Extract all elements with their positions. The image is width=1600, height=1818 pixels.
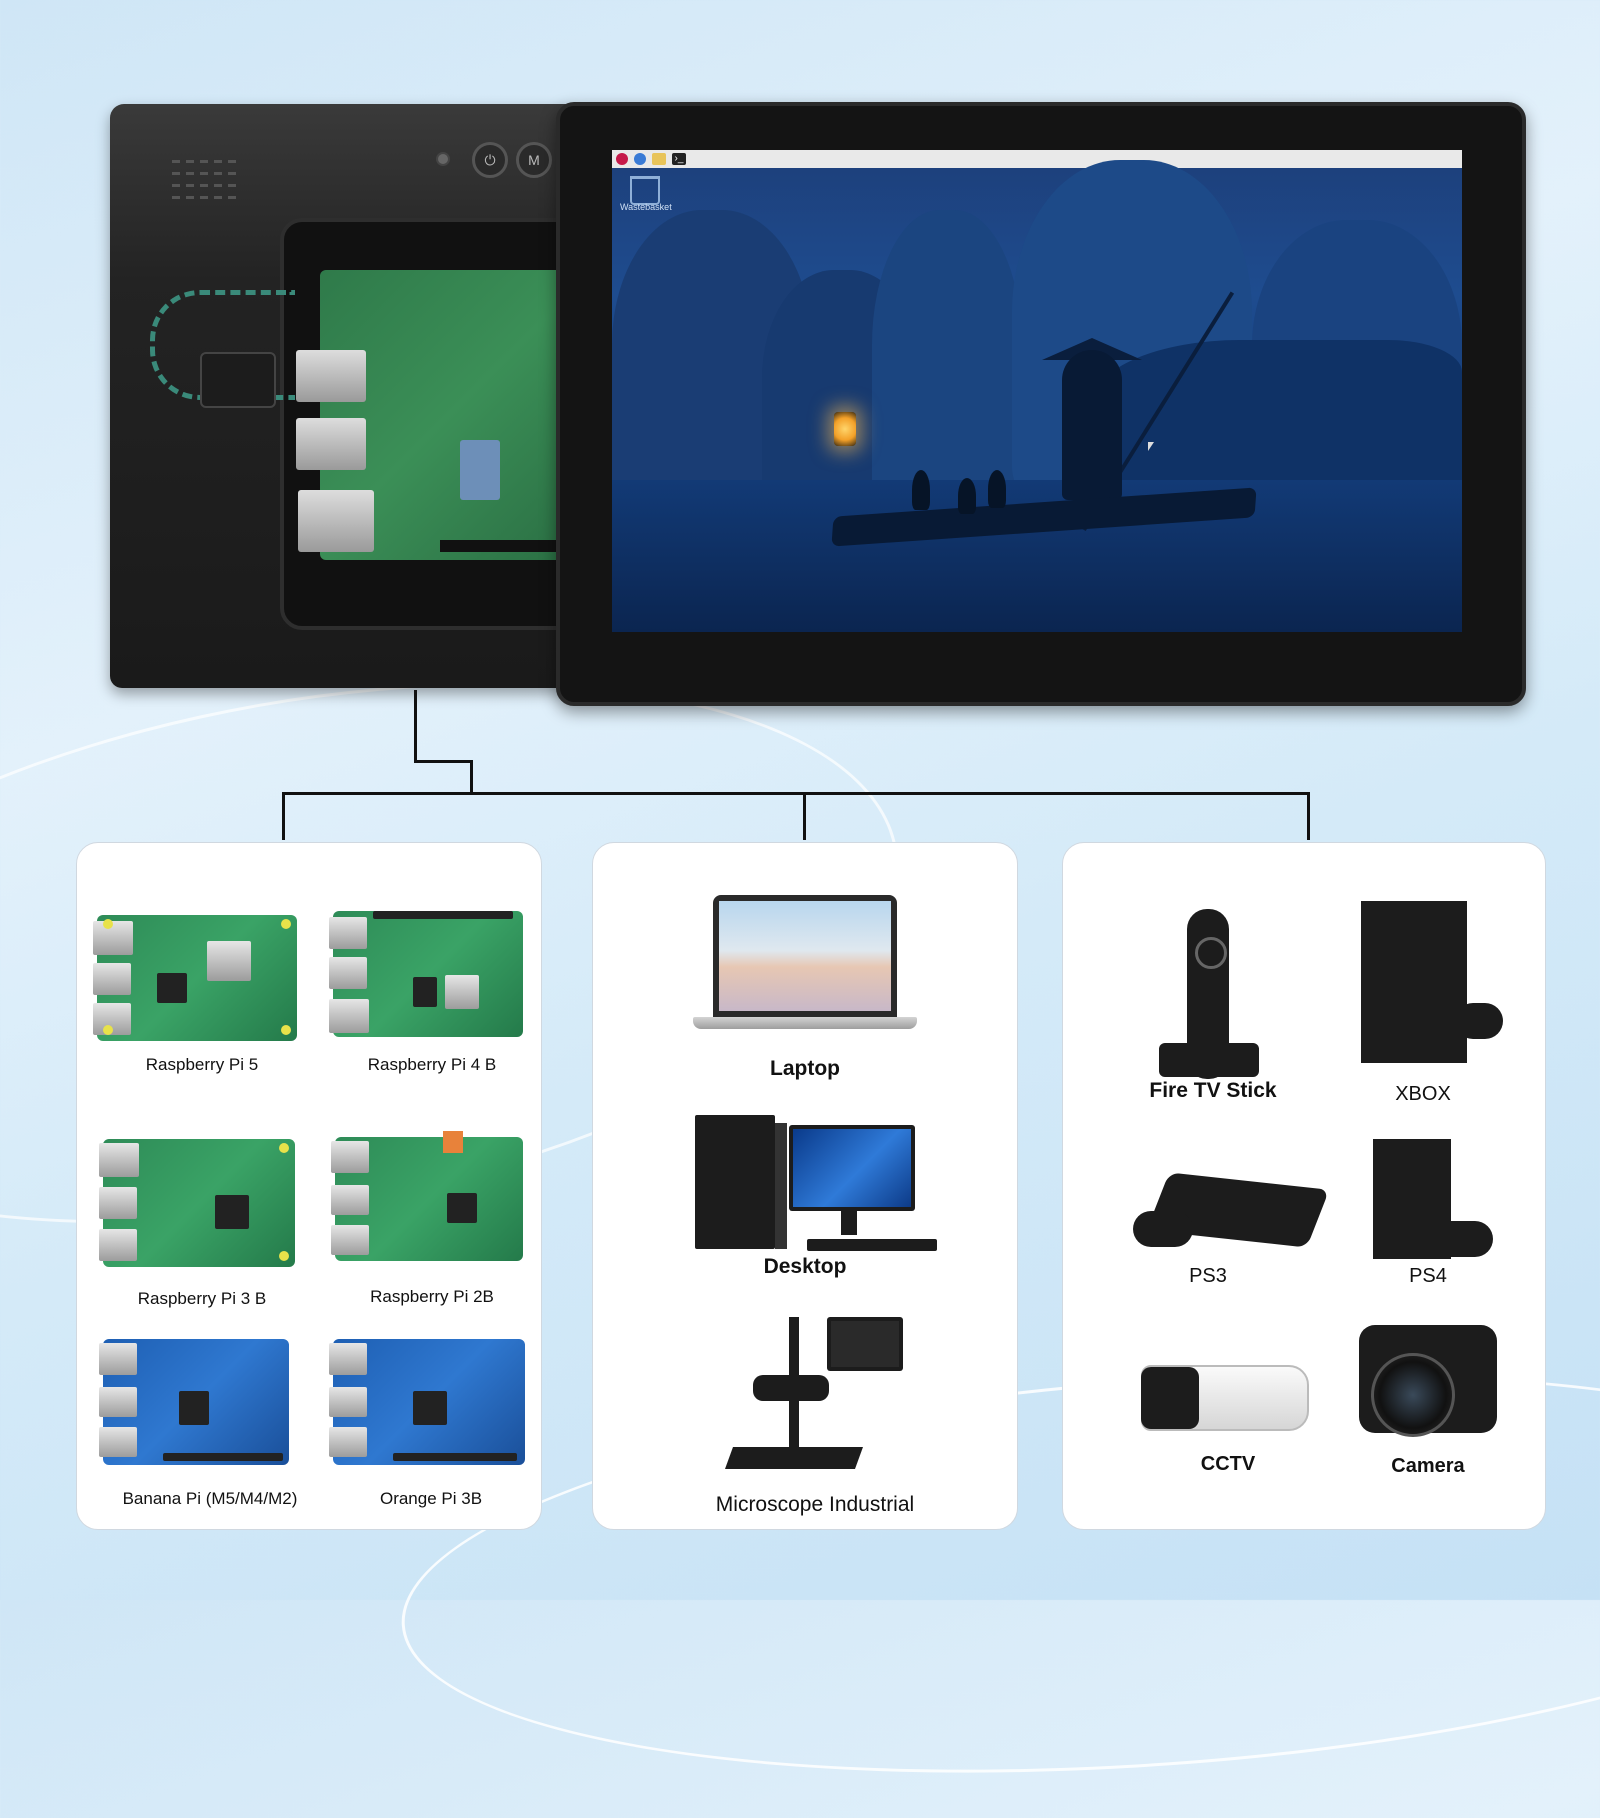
banana-pi-image (99, 1339, 289, 1465)
usb-port (296, 350, 366, 402)
connector-line (414, 690, 417, 762)
desktop-tower-image (695, 1115, 787, 1249)
media-panel: Fire TV Stick XBOX PS3 PS4 CCTV Camera (1062, 842, 1546, 1530)
wastebasket-icon[interactable] (630, 176, 660, 205)
mouse-cursor-icon (1148, 442, 1154, 451)
raspberry-pi-3b-label: Raspberry Pi 3 B (137, 1289, 267, 1308)
banana-pi-label: Banana Pi (M5/M4/M2) (122, 1489, 298, 1508)
power-button-icon: ⏻ (472, 142, 508, 178)
cctv-label: CCTV (1200, 1453, 1256, 1475)
laptop-label: Laptop (770, 1057, 840, 1080)
camera-label: Camera (1391, 1455, 1465, 1477)
orange-pi-3b-label: Orange Pi 3B (379, 1489, 483, 1508)
connector-line (803, 792, 806, 840)
desktop-label: Desktop (763, 1255, 847, 1278)
installed-board (296, 270, 580, 560)
connector-line (470, 760, 473, 792)
microscope-base (724, 1447, 864, 1469)
raspberry-pi-5-image (93, 915, 297, 1041)
laptop-image (713, 895, 897, 1017)
raspberry-pi-5-label: Raspberry Pi 5 (145, 1055, 259, 1074)
thermal-pad (460, 440, 500, 500)
raspberry-pi-2b-image (331, 1131, 523, 1261)
tree-line (1092, 340, 1462, 500)
menu-button-icon: M (516, 142, 552, 178)
connector-line (414, 760, 472, 763)
terminal-icon[interactable]: ›_ (672, 153, 686, 165)
sbc-panel: Raspberry Pi 5 Raspberry Pi 4 B Raspberr… (76, 842, 542, 1530)
cormorant (988, 470, 1006, 508)
connector-line (1307, 792, 1310, 840)
xbox-image (1361, 901, 1467, 1063)
fisherman (1062, 350, 1122, 500)
raspberry-pi-4b-image (329, 911, 523, 1037)
desktop-monitor-image (789, 1125, 915, 1211)
cctv-camera-image (1141, 1365, 1309, 1431)
folder-icon[interactable] (652, 153, 666, 165)
lantern (834, 412, 856, 446)
microscope-label: Microscope Industrial (715, 1493, 915, 1516)
browser-icon[interactable] (634, 153, 646, 165)
xbox-label: XBOX (1395, 1083, 1451, 1105)
computer-panel: Laptop Desktop Microscope Industrial (592, 842, 1018, 1530)
raspberry-menu-icon[interactable] (616, 153, 628, 165)
usb-plug (200, 352, 276, 408)
xbox-controller-image (1455, 1003, 1503, 1039)
microscope-monitor-image (827, 1317, 903, 1371)
gpio-header (440, 540, 580, 552)
indicator-led (436, 152, 450, 166)
ps3-controller-image (1133, 1211, 1193, 1247)
ps4-controller-image (1433, 1221, 1493, 1257)
cormorant (958, 478, 976, 514)
desktop-screen[interactable]: ›_ Wastebasket (612, 150, 1462, 632)
wastebasket-label: Wastebasket (620, 202, 672, 212)
camera-image (1359, 1325, 1497, 1437)
keyboard-image (807, 1239, 937, 1251)
laptop-base (693, 1017, 917, 1029)
taskbar[interactable]: ›_ (612, 150, 1462, 168)
orange-pi-3b-image (329, 1339, 525, 1465)
raspberry-pi-4b-label: Raspberry Pi 4 B (367, 1055, 497, 1074)
usb-port (296, 418, 366, 470)
microscope-head (753, 1375, 829, 1401)
connector-line (282, 792, 1310, 795)
connector-line (282, 792, 285, 840)
cormorant (912, 470, 930, 510)
fire-tv-stick-image (1159, 1043, 1259, 1077)
fire-tv-stick-label: Fire TV Stick (1149, 1079, 1277, 1102)
ethernet-port (298, 490, 374, 552)
raspberry-pi-2b-label: Raspberry Pi 2B (370, 1287, 494, 1306)
speaker-grille (172, 160, 242, 200)
ps3-label: PS3 (1189, 1265, 1227, 1287)
raspberry-pi-3b-image (99, 1139, 295, 1267)
monitor-stand (841, 1211, 857, 1235)
karst-peak (872, 210, 1022, 510)
ps4-label: PS4 (1409, 1265, 1447, 1287)
